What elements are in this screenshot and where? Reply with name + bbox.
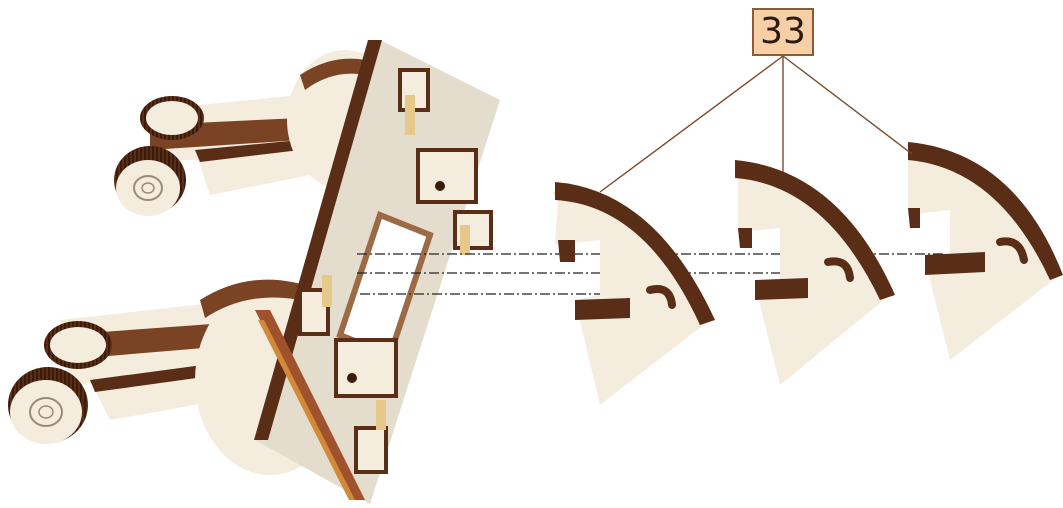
dowel-pin xyxy=(376,400,386,430)
dowel-pin xyxy=(322,275,332,307)
mounting-tab xyxy=(336,340,396,396)
quarter-disc-2-slot xyxy=(738,228,752,248)
leader-line-to-part-3 xyxy=(783,56,912,154)
mounting-tab-hole xyxy=(435,181,445,191)
quarter-disc-part-3 xyxy=(908,142,1063,360)
quarter-disc-1-lower-slot xyxy=(575,298,630,320)
lower-front-wheel-face xyxy=(10,380,82,444)
part-number-callout: 33 xyxy=(752,8,814,56)
quarter-disc-1-slot xyxy=(558,240,575,262)
upper-front-wheel-face xyxy=(116,160,180,216)
quarter-disc-3-lower-slot xyxy=(925,252,985,275)
mounting-tab xyxy=(418,150,476,202)
dowel-pin xyxy=(405,95,415,135)
mounting-tab xyxy=(356,428,386,472)
quarter-disc-2-lower-slot xyxy=(755,278,808,300)
upper-rear-gear-face xyxy=(146,101,198,135)
mounting-tab-hole xyxy=(347,373,357,383)
lower-rear-gear-face xyxy=(50,327,106,363)
quarter-disc-3-slot xyxy=(908,208,920,228)
dowel-pin xyxy=(460,225,470,255)
